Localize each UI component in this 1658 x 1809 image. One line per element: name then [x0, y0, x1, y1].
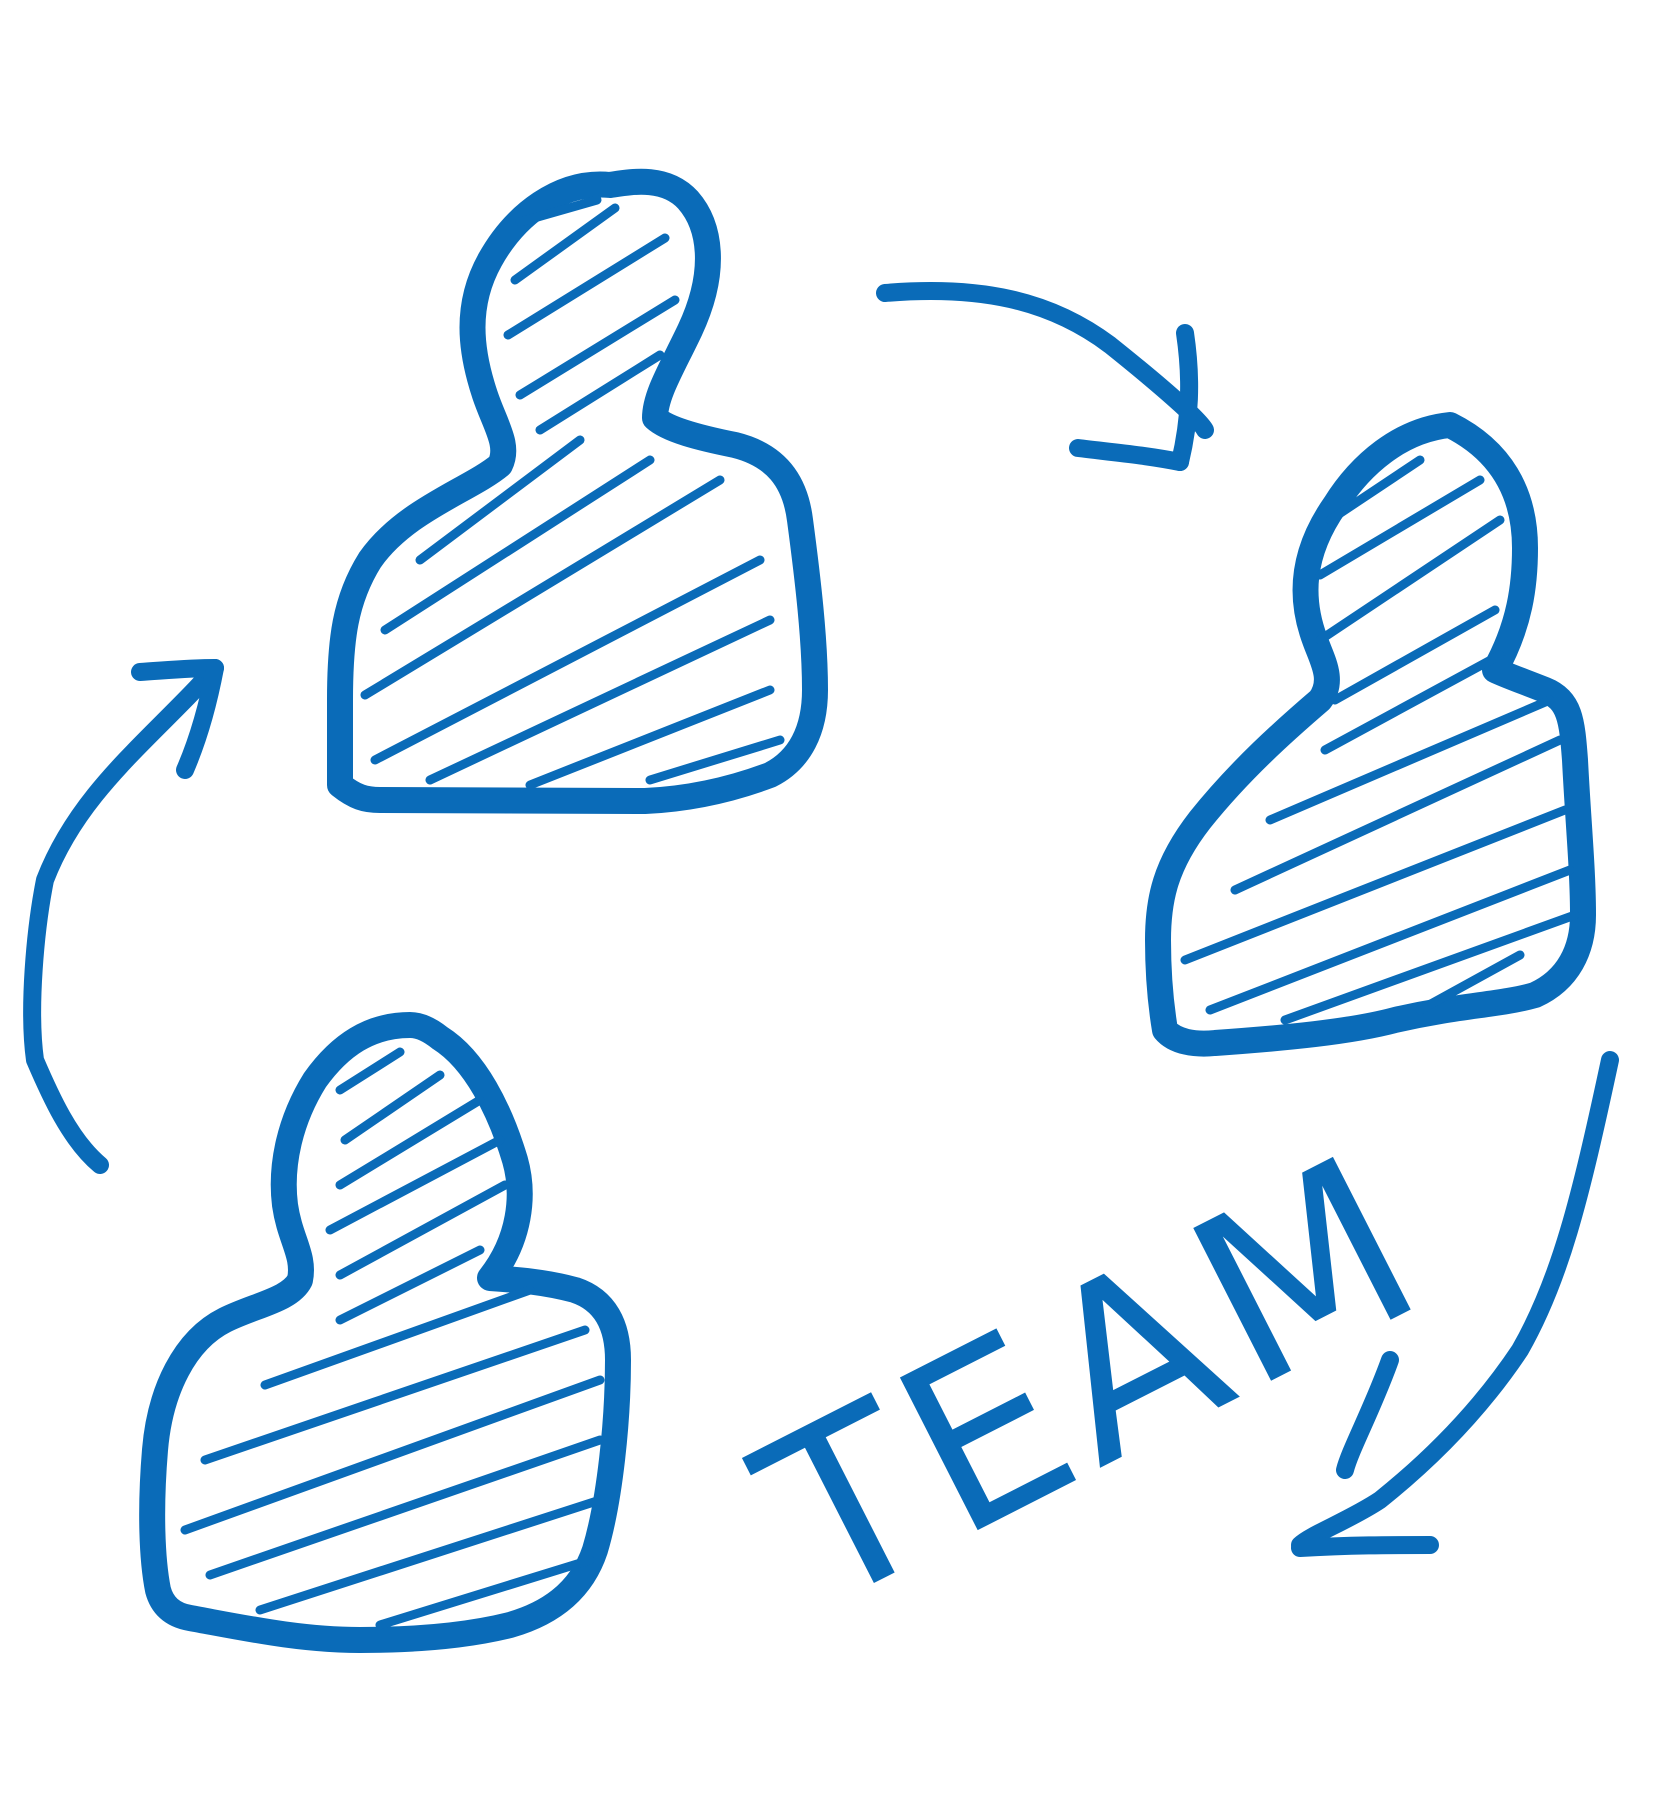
person-head [327, 168, 828, 814]
team-caption: TEAM [721, 1101, 1466, 1660]
person-icon [1145, 412, 1596, 1057]
cycle-arrow-icon [1291, 1051, 1619, 1557]
person-icon [139, 1012, 631, 1653]
person-hatching [1180, 455, 1580, 1025]
person-head [1145, 412, 1596, 1057]
person-head [139, 1012, 631, 1653]
cycle-arrow-icon [23, 659, 224, 1174]
cycle-arrow-icon [876, 281, 1214, 471]
person-icon [327, 168, 828, 814]
person-hatching [360, 195, 785, 790]
person-hatching [180, 1047, 605, 1630]
